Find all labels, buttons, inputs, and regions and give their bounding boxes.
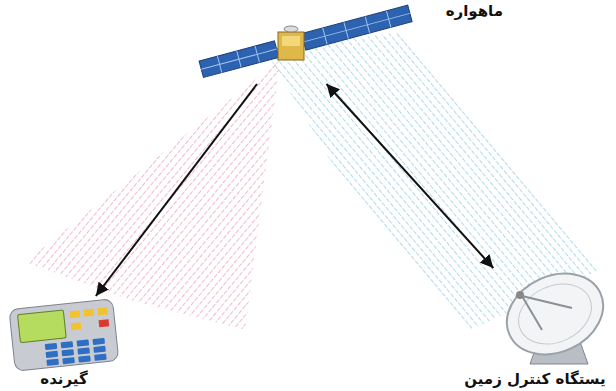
satellite-body (278, 32, 304, 60)
satellite: ماهواره (190, 2, 505, 84)
solar-panels (199, 5, 412, 77)
signal-arrow (96, 84, 257, 296)
signal-arrow (327, 84, 494, 268)
downlink-beam (25, 60, 280, 330)
node-label: ماهواره (444, 2, 505, 20)
dish-feed (516, 291, 524, 299)
ground-station: یستگاه کنترل زمین (458, 268, 612, 388)
satellite-antenna (284, 26, 298, 32)
node-label: یستگاه کنترل زمین (462, 370, 608, 388)
receiver-device (9, 299, 119, 372)
node-label: گیرنده (38, 370, 89, 388)
dish-reflector (494, 268, 612, 370)
receiver: گیرنده (4, 296, 124, 388)
